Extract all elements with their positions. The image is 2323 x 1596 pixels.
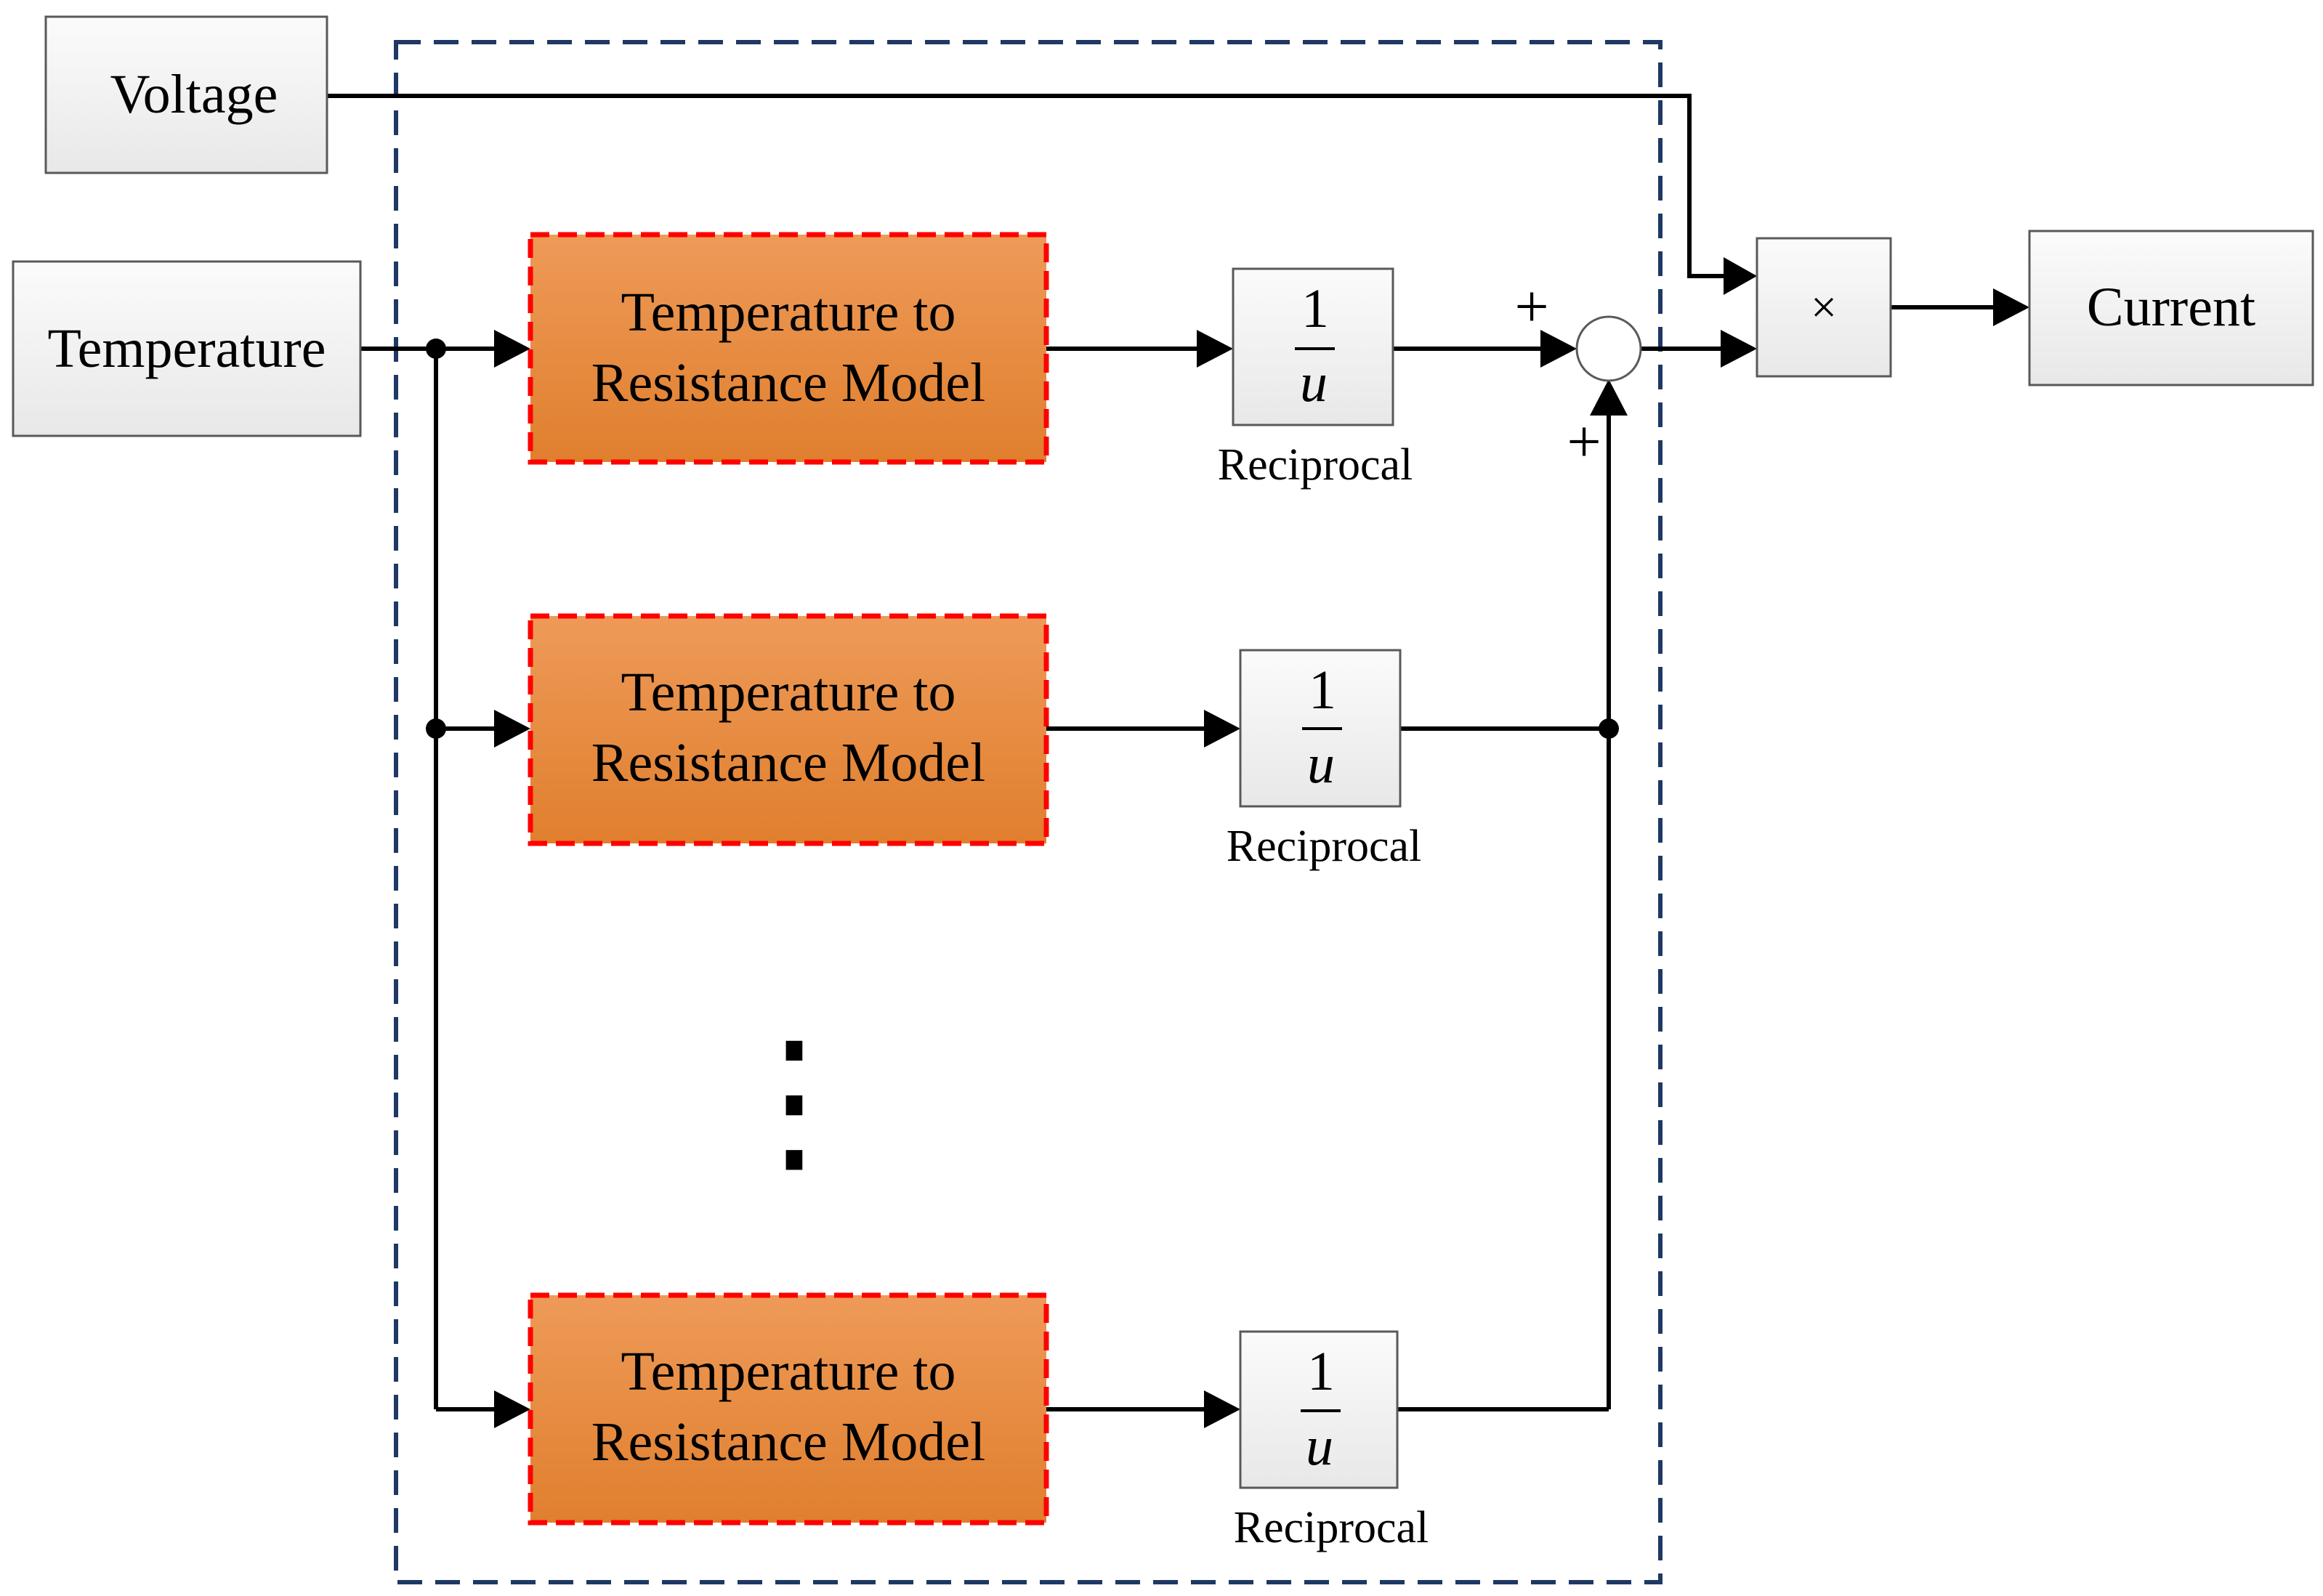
sum-block: + +	[1514, 273, 1642, 476]
temperature-label: Temperature	[48, 318, 326, 379]
junction-dot-1	[426, 339, 446, 359]
current-block: Current	[2028, 230, 2314, 386]
junction-dot-2	[426, 718, 446, 739]
sum-sign-bottom: +	[1567, 408, 1601, 476]
model-2-label-line1: Temperature to	[621, 662, 956, 723]
sum-junction	[1575, 315, 1642, 382]
temperature-block: Temperature	[12, 260, 362, 437]
signal-wires	[327, 94, 2029, 1428]
reciprocal-1-caption: Reciprocal	[1218, 440, 1413, 490]
voltage-arrow	[1724, 257, 1757, 295]
model-block-2: Temperature to Resistance Model	[528, 613, 1049, 846]
voltage-label: Voltage	[110, 64, 278, 125]
sum-bottom-input-arrow	[1590, 379, 1628, 416]
reciprocal-3-denominator: u	[1306, 1416, 1333, 1477]
reciprocal-1-denominator: u	[1300, 352, 1328, 413]
junction-dot-3	[1599, 718, 1619, 739]
recip1-input-arrow	[1197, 330, 1233, 368]
parallel-model-group	[394, 40, 1663, 1584]
reciprocal-2-denominator: u	[1307, 734, 1335, 795]
model-block-3: Temperature to Resistance Model	[528, 1292, 1049, 1526]
reciprocal-2-numerator: 1	[1309, 660, 1336, 721]
reciprocal-block-3: 1 u Reciprocal	[1234, 1330, 1429, 1552]
model3-input-arrow	[494, 1390, 530, 1428]
continuation-ellipsis: ⋮	[714, 1013, 874, 1190]
recip2-input-arrow	[1204, 710, 1240, 748]
model-1-label-line2: Resistance Model	[591, 352, 985, 413]
model-3-label-line1: Temperature to	[621, 1341, 956, 1402]
model1-input-arrow	[494, 330, 530, 368]
sum-sign-top: +	[1514, 273, 1548, 341]
model-2-label-line2: Resistance Model	[591, 732, 985, 793]
reciprocal-1-numerator: 1	[1301, 278, 1329, 339]
product-block: ×	[1756, 237, 1892, 378]
reciprocal-2-caption: Reciprocal	[1227, 822, 1422, 871]
model-1-label-line1: Temperature to	[621, 282, 956, 343]
recip3-input-arrow	[1204, 1390, 1240, 1428]
current-input-arrow	[1993, 288, 2029, 326]
reciprocal-3-numerator: 1	[1307, 1341, 1335, 1402]
product-lower-input-arrow	[1721, 330, 1757, 368]
model-block-1: Temperature to Resistance Model	[528, 232, 1049, 465]
sum-top-input-arrow	[1540, 330, 1577, 368]
reciprocal-block-1: 1 u Reciprocal	[1218, 267, 1413, 490]
reciprocal-3-caption: Reciprocal	[1234, 1503, 1429, 1552]
multiply-icon: ×	[1811, 281, 1837, 333]
model-3-label-line2: Resistance Model	[591, 1411, 985, 1473]
reciprocal-block-2: 1 u Reciprocal	[1227, 649, 1422, 871]
current-label: Current	[2087, 277, 2255, 338]
model2-input-arrow	[494, 710, 530, 748]
voltage-block: Voltage	[44, 15, 328, 174]
